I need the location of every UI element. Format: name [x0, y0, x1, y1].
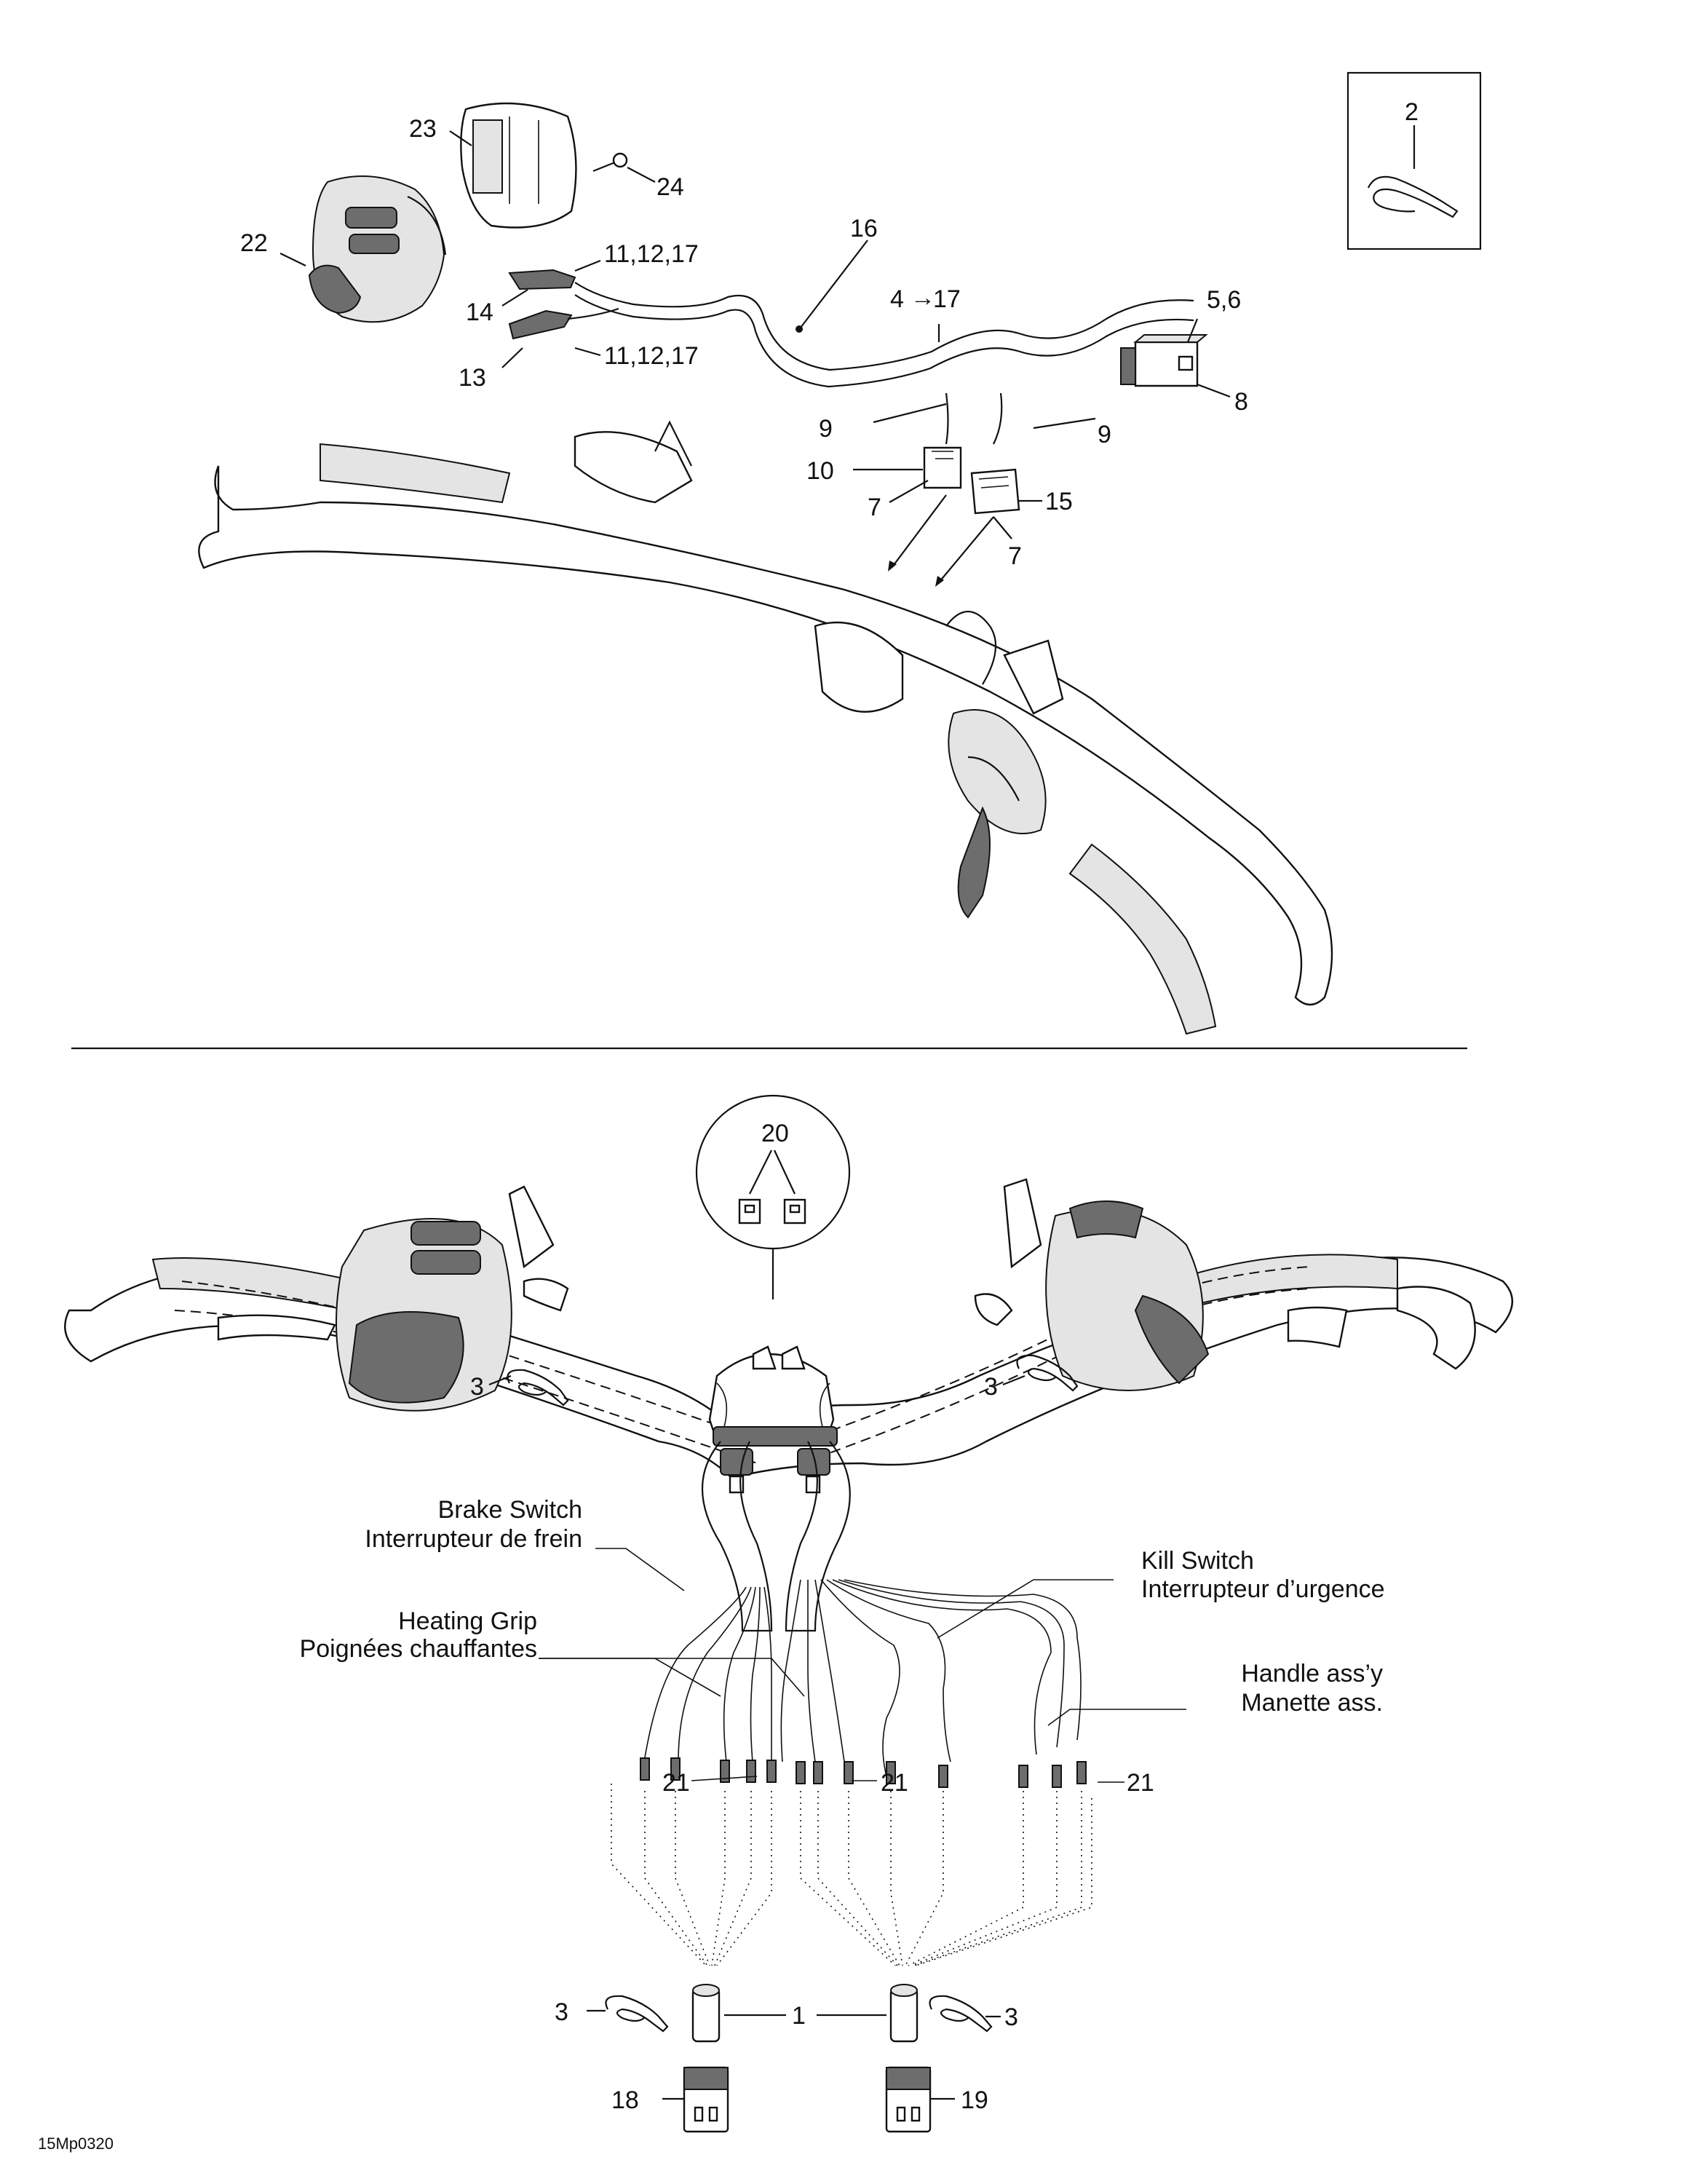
cable-tie-3-left	[507, 1369, 569, 1406]
cable-tie-icon	[1367, 175, 1459, 218]
handlebar-upper	[198, 420, 1333, 1035]
callout-2: 2	[1405, 98, 1419, 126]
right-switch-housing	[974, 1178, 1210, 1391]
callout-21-right: 21	[1127, 1769, 1154, 1797]
callout-22: 22	[240, 229, 268, 257]
callout-3-bottom-right: 3	[1004, 2003, 1018, 2031]
callout-20: 20	[761, 1120, 789, 1147]
callout-1: 1	[792, 2002, 806, 2030]
housing-cover-23	[460, 102, 577, 229]
callout-16: 16	[850, 215, 878, 242]
wire-labels: Brake Switch Interrupteur de frein Heati…	[300, 1496, 1385, 1717]
callout-4: 4	[890, 285, 904, 313]
label-brake-switch-fr: Interrupteur de frein	[365, 1525, 582, 1553]
callout-19: 19	[961, 2086, 988, 2114]
leader-lines	[279, 130, 1231, 2100]
callout-5-6: 5,6	[1207, 286, 1241, 314]
callout-9-left: 9	[819, 415, 833, 443]
callout-13: 13	[459, 364, 486, 392]
cable-tie-3-bottom-right	[929, 1995, 993, 2033]
label-heating-grip: Heating Grip	[398, 1607, 537, 1635]
callout-3-left: 3	[470, 1373, 484, 1401]
center-clamp	[708, 1345, 838, 1494]
label-heating-grip-fr: Poignées chauffantes	[300, 1635, 537, 1663]
arrow-right-icon: →	[911, 284, 935, 312]
callout-15: 15	[1045, 488, 1073, 515]
label-handle-assy: Handle ass’y	[1241, 1660, 1383, 1688]
callout-11-12-17-bottom: 11,12,17	[604, 342, 699, 370]
screw-24	[592, 152, 628, 173]
label-brake-switch: Brake Switch	[438, 1496, 582, 1524]
callout-4-to-17: 17	[933, 285, 961, 313]
callout-3-bottom-left: 3	[555, 1998, 568, 2026]
callout-21-left: 21	[662, 1769, 690, 1797]
inset-circle-20	[695, 1094, 851, 1299]
connectors-18-19	[683, 2066, 932, 2133]
callout-21-mid: 21	[881, 1769, 908, 1797]
callout-8: 8	[1234, 388, 1248, 416]
callout-3-right: 3	[984, 1373, 998, 1401]
wire-bundles	[643, 1441, 1082, 1777]
left-switch-housing	[217, 1185, 569, 1412]
connector-13	[508, 309, 573, 340]
callout-7-right: 7	[1008, 542, 1022, 570]
callouts: 2 23 24 22 16 11,12,17 14 13 11,12,17 4 …	[240, 98, 1419, 2114]
harness-cable-16	[567, 282, 1194, 388]
label-kill-switch: Kill Switch	[1141, 1547, 1254, 1575]
branch-connectors	[888, 392, 1020, 587]
label-handle-assy-fr: Manette ass.	[1241, 1689, 1383, 1717]
cable-tie-3-bottom-left	[605, 1995, 669, 2033]
lower-assembly-view	[64, 1094, 1513, 2133]
figure-code: 15Mp0320	[38, 2134, 114, 2153]
callout-9-right: 9	[1098, 421, 1111, 448]
connector-5-6	[1120, 334, 1208, 387]
switch-housing-22	[308, 175, 447, 323]
connector-14	[508, 269, 576, 290]
callout-14: 14	[466, 298, 493, 326]
callout-23: 23	[409, 115, 437, 143]
callout-7-left: 7	[868, 494, 881, 521]
callout-18: 18	[611, 2086, 639, 2114]
callout-10: 10	[806, 457, 834, 485]
callout-11-12-17-top: 11,12,17	[604, 240, 699, 268]
dotted-routing	[611, 1784, 1092, 1966]
terminals-21	[640, 1757, 1087, 1788]
label-kill-switch-fr: Interrupteur d’urgence	[1141, 1575, 1385, 1603]
callout-24: 24	[656, 173, 684, 201]
upper-assembly-view	[198, 71, 1482, 1035]
cable-tie-3-right	[1016, 1354, 1079, 1392]
sleeves-1	[691, 1984, 919, 2043]
inset-box-cable-tie	[1346, 71, 1482, 250]
